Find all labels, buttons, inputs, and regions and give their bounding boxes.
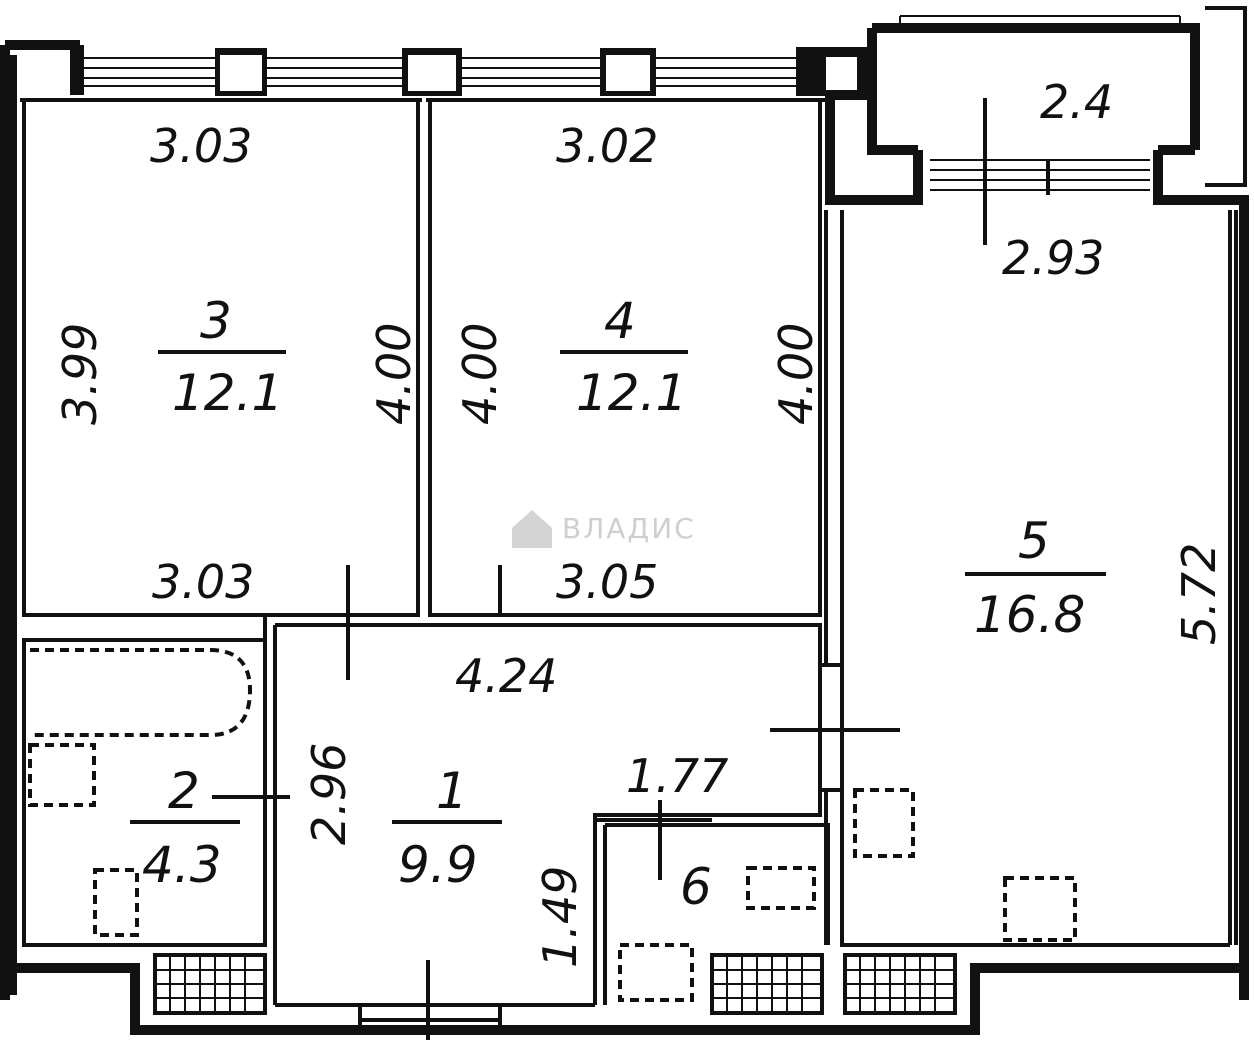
dim-room5-top: 2.93 xyxy=(1002,231,1104,285)
dim-room4-top: 3.02 xyxy=(556,119,658,173)
room-2-area: 4.3 xyxy=(142,836,222,894)
balcony xyxy=(867,6,1247,245)
radiator-1 xyxy=(153,953,267,1015)
area-dividers xyxy=(130,350,1106,824)
dim-room4-right: 4.00 xyxy=(769,323,823,425)
room-2-number: 2 xyxy=(168,762,200,820)
dim-room3-top: 3.03 xyxy=(150,119,252,173)
dim-hall-top: 4.24 xyxy=(455,649,557,703)
room-labels: 3 12.1 4 12.1 5 16.8 1 9.9 2 4.3 6 xyxy=(142,292,1085,916)
radiators xyxy=(153,953,957,1015)
radiator-2 xyxy=(710,953,824,1015)
dim-room3-bottom: 3.03 xyxy=(152,555,254,609)
house-icon xyxy=(512,510,552,548)
sink-2-icon xyxy=(746,866,816,910)
watermark: ВЛАДИС xyxy=(512,510,696,548)
sink-icon xyxy=(28,743,96,807)
room-1-number: 1 xyxy=(436,762,468,820)
watermark-text: ВЛАДИС xyxy=(562,512,696,545)
dim-hall-inner: 1.77 xyxy=(626,749,728,803)
room-3-number: 3 xyxy=(200,292,232,350)
bathtub-icon xyxy=(30,648,253,737)
dim-hall-left: 2.96 xyxy=(302,743,356,845)
dimension-labels: 3.03 3.03 3.99 4.00 3.02 3.05 4.00 4.00 … xyxy=(53,75,1226,968)
toilet-2-icon xyxy=(618,943,694,1002)
dim-room3-right: 4.00 xyxy=(367,323,421,425)
dim-room3-left: 3.99 xyxy=(53,323,107,425)
toilet-icon xyxy=(93,868,139,937)
dim-room4-bottom: 3.05 xyxy=(556,555,658,609)
fixtures xyxy=(28,648,1077,1002)
partitions xyxy=(5,98,1244,1040)
room-5-number: 5 xyxy=(1018,512,1050,570)
sink-3-icon xyxy=(853,788,915,858)
radiator-3 xyxy=(843,953,957,1015)
room-4-area: 12.1 xyxy=(576,364,687,422)
top-windows xyxy=(84,57,1150,191)
room-6-number: 6 xyxy=(680,858,712,916)
outer-walls xyxy=(0,40,1249,1000)
stove-icon xyxy=(1003,876,1077,942)
room-5-area: 16.8 xyxy=(974,586,1085,644)
dim-room5-right: 5.72 xyxy=(1172,543,1226,645)
room-1-area: 9.9 xyxy=(398,836,478,894)
dim-balcony: 2.4 xyxy=(1040,75,1113,129)
room-3-area: 12.1 xyxy=(172,364,283,422)
dim-hall-bottom: 1.49 xyxy=(533,866,587,968)
dim-room4-left: 4.00 xyxy=(453,323,507,425)
room-4-number: 4 xyxy=(604,292,636,350)
